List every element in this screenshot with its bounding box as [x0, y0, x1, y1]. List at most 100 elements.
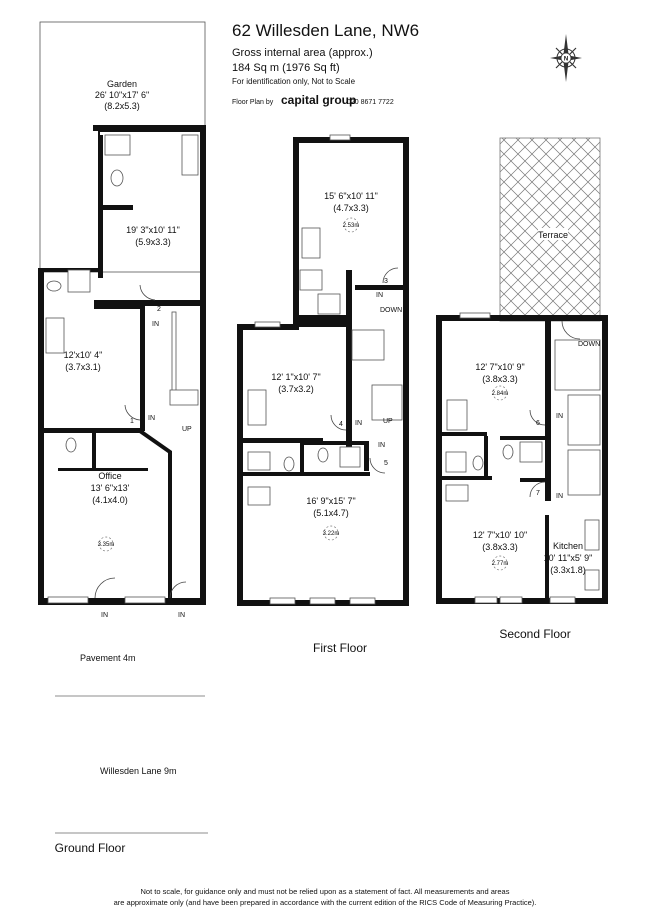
- shower-icon: [519, 441, 543, 463]
- middle-room-metric: (3.7x3.2): [278, 384, 314, 394]
- office-metric: (4.1x4.0): [92, 495, 128, 505]
- front-room-ceiling-height: 2.77m: [492, 561, 509, 567]
- down-label: DOWN: [380, 307, 402, 314]
- garden-metric: (8.2x5.3): [104, 101, 140, 111]
- door-number: 7: [536, 490, 540, 497]
- front-room-metric: (5.1x4.7): [313, 508, 349, 518]
- in-label: IN: [148, 415, 155, 422]
- up-label: UP: [383, 418, 393, 425]
- second-floor-label: Second Floor: [499, 627, 570, 641]
- door-2[interactable]: [139, 284, 156, 301]
- rear-room-metric: (5.9x3.3): [135, 237, 171, 247]
- sink-icon: [247, 486, 271, 506]
- front-room-ceiling-height: 3.22m: [323, 531, 340, 537]
- window: [459, 312, 491, 319]
- toilet-icon: [283, 456, 295, 472]
- in-label: IN: [556, 413, 563, 420]
- rear-room-dimensions: 12' 7"x10' 9": [475, 362, 524, 372]
- middle-room-dimensions: 12'x10' 4": [64, 350, 103, 360]
- door-number: 4: [339, 421, 343, 428]
- toilet-icon: [110, 169, 124, 187]
- toilet-icon: [299, 269, 323, 291]
- rear-room-dimensions: 15' 6"x10' 11": [324, 191, 378, 201]
- first-floor-label: First Floor: [313, 641, 367, 655]
- kitchen-label: Kitchen: [553, 541, 583, 551]
- window: [254, 321, 281, 328]
- area-value: 184 Sq m (1976 Sq ft): [232, 62, 340, 74]
- shower-icon: [339, 446, 361, 468]
- door-number: 5: [384, 460, 388, 467]
- front-room-dimensions: 16' 9"x15' 7": [306, 496, 355, 506]
- ground-floor-plan: Garden 26' 10"x17' 6" (8.2x5.3) 19' 3"x1…: [38, 21, 208, 855]
- garden-label: Garden: [107, 79, 137, 89]
- door-number: 2: [157, 306, 161, 313]
- office-ceiling-height: 3.35m: [98, 542, 115, 548]
- in-label: IN: [178, 612, 185, 619]
- sink-icon: [45, 317, 65, 354]
- window: [329, 134, 351, 141]
- terrace-label: Terrace: [538, 230, 568, 240]
- office-dimensions: 13' 6"x13': [91, 483, 130, 493]
- second-floor-plan: Terrace 12' 7"x10' 9" (3.8x3.3) 2.84m 12…: [436, 137, 608, 641]
- brand-logo: capital group: [281, 93, 356, 107]
- stairs: [351, 329, 385, 361]
- window: [47, 596, 89, 604]
- disclaimer-line-1: Not to scale, for guidance only and must…: [141, 887, 510, 896]
- ground-floor-label: Ground Floor: [55, 841, 126, 855]
- phone-number: 020 8671 7722: [347, 99, 394, 106]
- terrace-door[interactable]: [561, 320, 581, 340]
- front-room-metric: (3.8x3.3): [482, 542, 518, 552]
- door-7[interactable]: [529, 481, 546, 498]
- pavement-label: Pavement 4m: [80, 653, 136, 663]
- door-3[interactable]: [382, 267, 399, 284]
- svg-text:N: N: [564, 57, 568, 63]
- in-label: IN: [101, 612, 108, 619]
- rear-room-metric: (4.7x3.3): [333, 203, 369, 213]
- kitchen-dimensions: 10' 11"x5' 9": [544, 553, 593, 563]
- rear-room-metric: (3.8x3.3): [482, 374, 518, 384]
- hob-icon: [584, 569, 600, 591]
- door-5[interactable]: [369, 457, 386, 474]
- door-1[interactable]: [124, 404, 141, 421]
- in-label: IN: [355, 420, 362, 427]
- header: 62 Willesden Lane, NW6 Gross internal ar…: [232, 21, 582, 107]
- street-door[interactable]: [169, 581, 187, 599]
- toilet-icon: [65, 437, 77, 453]
- stairs: [371, 384, 403, 421]
- toilet-icon: [472, 455, 484, 471]
- stairs: [554, 339, 601, 391]
- shower-icon: [104, 134, 131, 156]
- sink-icon: [247, 389, 267, 426]
- shower-icon: [445, 451, 467, 473]
- front-door[interactable]: [94, 577, 116, 599]
- kitchen-sink-icon: [584, 519, 600, 551]
- kitchen-metric: (3.3x1.8): [550, 565, 586, 575]
- in-label: IN: [376, 292, 383, 299]
- middle-room-metric: (3.7x3.1): [65, 362, 101, 372]
- identification-note: For identification only, Not to Scale: [232, 77, 356, 86]
- door-number: 3: [384, 278, 388, 285]
- first-floor-plan: 15' 6"x10' 11" (4.7x3.3) 2.53m 12' 1"x10…: [237, 134, 409, 655]
- shower-icon: [67, 269, 91, 293]
- rear-room-dimensions: 19' 3"x10' 11": [126, 225, 180, 235]
- office-label: Office: [98, 471, 121, 481]
- shower-icon: [317, 293, 341, 315]
- door-4[interactable]: [330, 414, 347, 431]
- rear-room-ceiling-height: 2.53m: [343, 223, 360, 229]
- in-label: IN: [152, 321, 159, 328]
- door-number: 6: [536, 420, 540, 427]
- door-6[interactable]: [529, 409, 546, 426]
- ground-floor-walls: [38, 125, 206, 605]
- sink-icon: [445, 484, 469, 502]
- window: [124, 596, 166, 604]
- door-number: 1: [130, 418, 134, 425]
- shower-icon: [247, 451, 271, 471]
- garden-dimensions: 26' 10"x17' 6": [95, 90, 149, 100]
- in-label: IN: [556, 493, 563, 500]
- toilet-icon: [502, 444, 514, 460]
- sink-icon: [181, 134, 199, 176]
- credit-prefix: Floor Plan by: [232, 99, 274, 106]
- compass-icon: N: [550, 34, 582, 82]
- area-label: Gross internal area (approx.): [232, 47, 373, 59]
